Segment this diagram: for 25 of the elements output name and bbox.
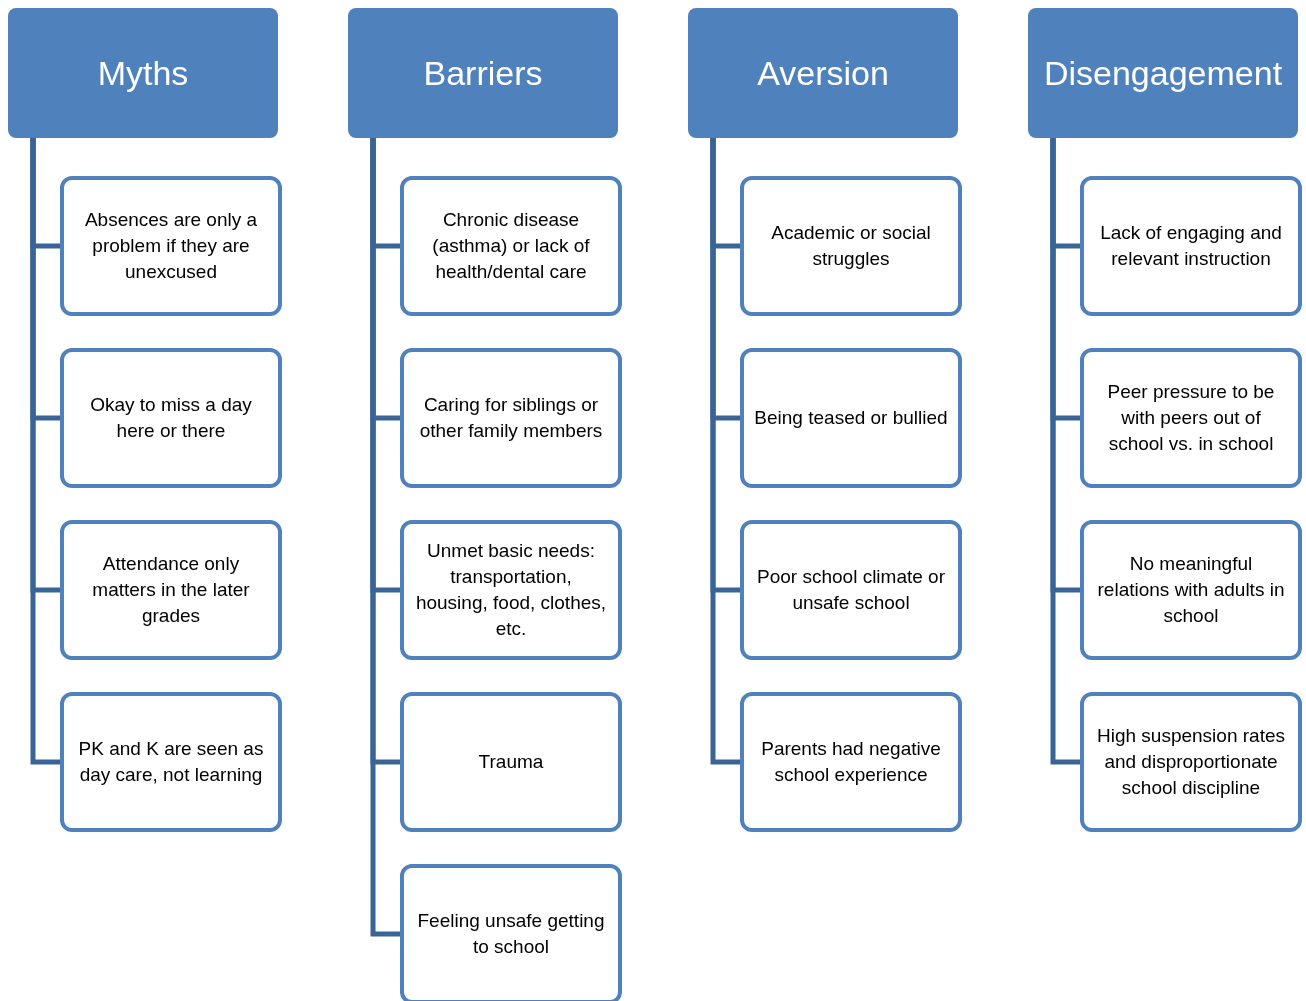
connector-line: [1050, 138, 1080, 765]
item-box: Parents had negative school experience: [740, 692, 962, 832]
category-header: Disengagement: [1028, 8, 1298, 138]
item-box: Lack of engaging and relevant instruction: [1080, 176, 1302, 316]
item-box: Feeling unsafe getting to school: [400, 864, 622, 1001]
item-box: Being teased or bullied: [740, 348, 962, 488]
item-box: Academic or social struggles: [740, 176, 962, 316]
item-box: No meaningful relations with adults in school: [1080, 520, 1302, 660]
item-box: Okay to miss a day here or there: [60, 348, 282, 488]
item-box: Caring for siblings or other family members: [400, 348, 622, 488]
connector-line: [370, 138, 400, 937]
item-box: Peer pressure to be with peers out of school vs. in school: [1080, 348, 1302, 488]
connector-line: [30, 138, 60, 765]
connector-line: [710, 138, 740, 765]
item-box: Absences are only a problem if they are unexcused: [60, 176, 282, 316]
item-box: Poor school climate or unsafe school: [740, 520, 962, 660]
item-box: High suspension rates and disproportionate school discipline: [1080, 692, 1302, 832]
item-box: PK and K are seen as day care, not learning: [60, 692, 282, 832]
category-header: Aversion: [688, 8, 958, 138]
item-box: Attendance only matters in the later grades: [60, 520, 282, 660]
item-box: Trauma: [400, 692, 622, 832]
category-header: Barriers: [348, 8, 618, 138]
item-box: Unmet basic needs: transportation, housing, food, clothes, etc.: [400, 520, 622, 660]
item-box: Chronic disease (asthma) or lack of health/dental care: [400, 176, 622, 316]
category-header: Myths: [8, 8, 278, 138]
